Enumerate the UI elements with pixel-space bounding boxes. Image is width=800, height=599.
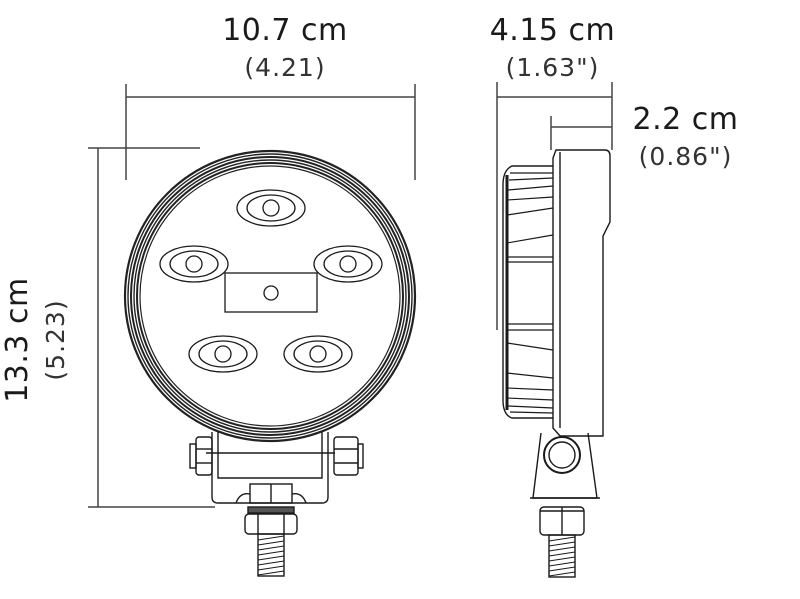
front-view-housing [123,149,417,443]
front-view-bracket [189,432,364,577]
led-right [313,245,383,283]
side-bolt-thread [548,534,576,578]
led-bottom-right [283,335,353,373]
mount-nut-lower [244,506,298,535]
height-dimension-line [88,147,215,508]
width-dimension-imperial: (4.21) [244,53,326,82]
housing-depth-dimension-imperial: (0.86") [638,142,733,171]
right-nut [333,436,364,476]
width-dimension-line [125,84,416,180]
housing-depth-dimension-metric: 2.2 cm [632,102,739,137]
mount-nut-upper [235,483,307,504]
depth-dimension-imperial: (1.63") [505,53,600,82]
side-view-housing [552,149,611,437]
led-top [236,189,306,227]
front-view-leds [159,189,383,373]
led-bottom-left [188,335,258,373]
side-view-lens [502,165,554,419]
left-nut [189,436,213,476]
led-left [159,245,229,283]
depth-dimension-line [496,82,613,330]
center-plate [224,272,318,313]
side-view-bracket [530,432,600,578]
depth-dimension-metric: 4.15 cm [489,13,616,48]
mount-bolt-thread [257,533,285,577]
heatsink-fins [506,172,554,414]
side-mount-nut [539,506,585,536]
width-dimension-metric: 10.7 cm [222,13,348,48]
